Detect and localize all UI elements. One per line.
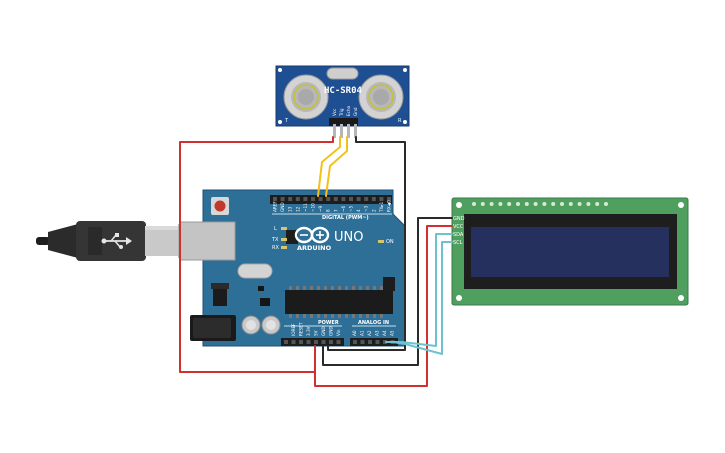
- digital-pin-label: ~9: [318, 205, 323, 212]
- digital-pin-label: TX▸1: [379, 201, 384, 213]
- power-pin-label: GND: [321, 326, 326, 336]
- digital-pin-label: AREF: [273, 201, 278, 212]
- sensor-pin-label: Gnd: [353, 107, 358, 116]
- digital-pin-label: ~10: [311, 203, 316, 212]
- sensor-receive-mark: R: [398, 118, 402, 124]
- board-model-label: UNO: [334, 230, 363, 245]
- digital-pin-label: 12: [295, 206, 300, 212]
- digital-pin-label: RX◀0: [387, 200, 392, 212]
- usb-icon: [101, 233, 132, 249]
- wire-gnd-to-lcd-gnd: [322, 217, 453, 366]
- sensor-transducer-right: [358, 74, 404, 120]
- analog-pin-label: A1: [360, 330, 365, 336]
- analog-pin-label: A2: [367, 330, 372, 336]
- led-label-l: L: [274, 226, 277, 232]
- sensor-model-label: HC-SR04: [324, 86, 363, 96]
- wire-trig-to-pin9: [317, 136, 341, 197]
- power-pin-label: GND: [329, 326, 334, 336]
- lcd-pin-label: SCL: [453, 240, 463, 246]
- usb-b-port: [179, 221, 236, 261]
- analog-pin-label: A4: [382, 330, 387, 336]
- digital-pin-label: 13: [288, 206, 293, 212]
- digital-pin-label: ~3: [364, 205, 369, 212]
- sensor-transducer-left: [283, 74, 329, 120]
- sensor-pin-label: Vcc: [332, 108, 337, 116]
- digital-pin-label: ~6: [341, 205, 346, 212]
- digital-header-label: DIGITAL (PWM~): [322, 215, 369, 221]
- digital-pin-label: 2: [371, 209, 376, 212]
- analog-header: [350, 338, 398, 346]
- sensor-crystal: [326, 67, 359, 80]
- digital-pin-label: GND: [280, 202, 285, 212]
- digital-pin-label: ~11: [303, 203, 308, 212]
- wire-gnd-to-sensor-gnd: [327, 136, 406, 351]
- wire-scl-to-a5: [392, 241, 453, 355]
- usb-cable: [36, 221, 184, 261]
- voltage-regulator: [213, 288, 227, 306]
- sensor-pin-label: Trig: [339, 108, 344, 117]
- digital-pin-label: 4: [356, 209, 361, 212]
- lcd-pin-label: GND: [453, 216, 465, 222]
- digital-pin-label: 7: [333, 209, 338, 212]
- analog-pin-label: A5: [390, 330, 395, 336]
- power-pin-label: 5V: [314, 330, 319, 336]
- wire-echo-to-pin8: [325, 136, 348, 197]
- analog-pin-label: A3: [375, 330, 380, 336]
- crystal-oscillator: [237, 263, 273, 279]
- lcd-screen: [471, 227, 669, 277]
- led-label-on: ON: [386, 239, 394, 245]
- led-label-rx: RX: [272, 245, 279, 251]
- lcd-pin-label: VCC: [453, 224, 464, 230]
- power-header: [281, 338, 344, 346]
- power-pin-label: IOREF: [291, 323, 296, 336]
- power-pin-label: 3.3V: [306, 326, 311, 336]
- power-pin-label: RESET: [299, 322, 304, 336]
- analog-header-label: ANALOG IN: [358, 320, 389, 326]
- arduino-logo-text: ARDUINO: [297, 244, 332, 252]
- atmega-chip: [285, 290, 393, 314]
- lcd-i2c-module: GND VCC SDA SCL: [451, 197, 689, 306]
- analog-pin-label: A0: [352, 330, 357, 336]
- digital-pin-label: 8: [326, 209, 331, 212]
- arduino-infinity-logo: [294, 226, 330, 244]
- power-pin-label: Vin: [336, 329, 341, 336]
- wire-5v-to-lcd-vcc: [314, 225, 453, 387]
- digital-header: [270, 195, 392, 204]
- power-header-label: POWER: [318, 320, 339, 326]
- led-label-tx: TX: [271, 237, 279, 243]
- sensor-pin-label: Echo: [346, 105, 351, 116]
- digital-pin-label: ~5: [349, 205, 354, 212]
- sensor-transmit-mark: T: [284, 118, 289, 124]
- lcd-pin-label: SDA: [453, 232, 464, 238]
